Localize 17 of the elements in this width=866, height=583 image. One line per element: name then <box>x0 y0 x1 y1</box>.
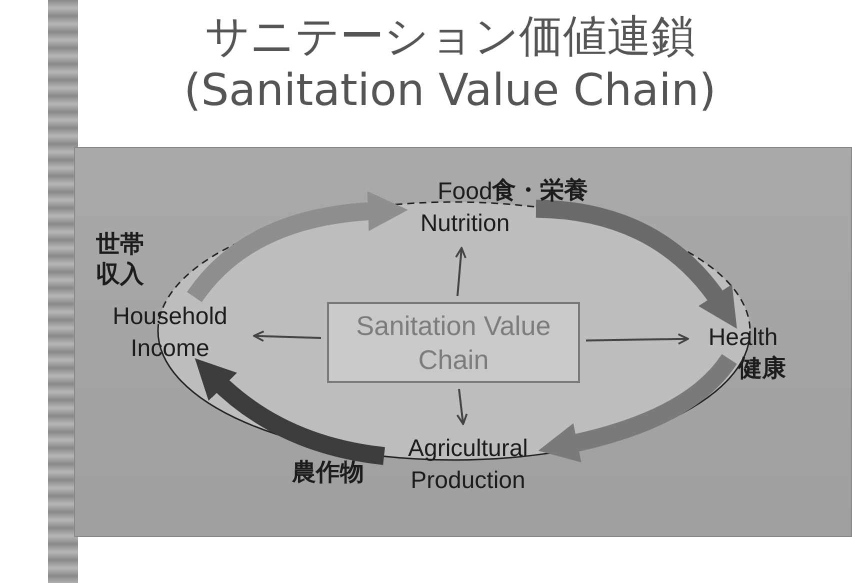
arrow <box>253 330 322 342</box>
center-box <box>327 302 580 383</box>
curved-arrow <box>536 200 738 328</box>
japanese-label: 健康 <box>738 354 787 384</box>
curved-arrow <box>194 358 386 465</box>
japanese-label: 食・栄養 <box>492 176 589 206</box>
japanese-label: 農作物 <box>292 458 365 488</box>
node-text: Food <box>438 178 492 207</box>
japanese-label: 世帯収入 <box>96 230 145 290</box>
arrow <box>456 388 468 426</box>
node-text: Sanitation Value Chain <box>355 310 552 376</box>
title: サニテーション価値連鎖 (Sanitation Value Chain) <box>182 10 718 118</box>
arrow <box>455 247 466 296</box>
curved-arrow <box>538 354 737 462</box>
node-text: Agricultural Production <box>406 434 530 496</box>
node-text: Nutrition <box>420 209 510 239</box>
arrow <box>586 333 689 345</box>
